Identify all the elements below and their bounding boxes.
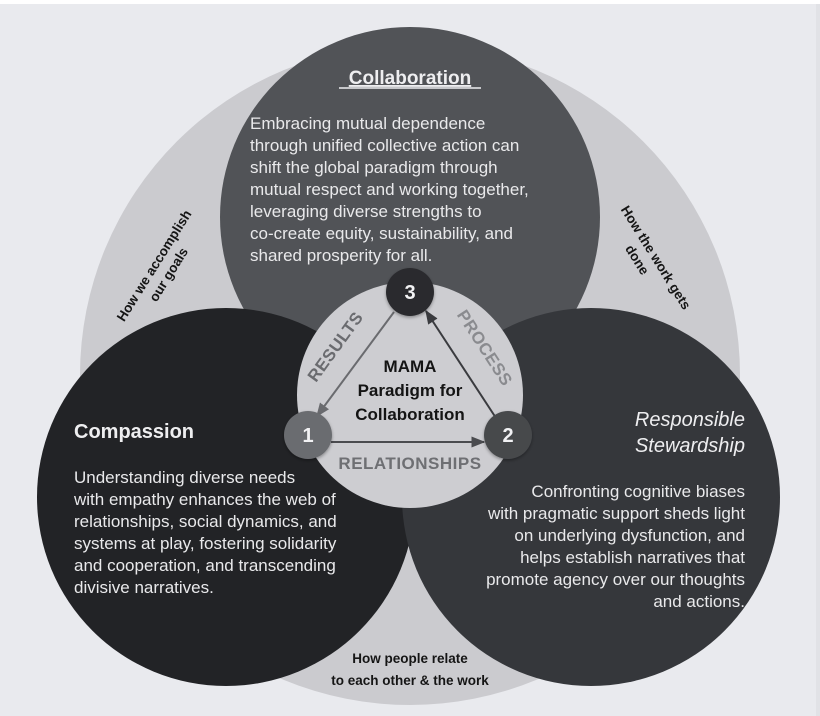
circle-collaboration: Collaboration Embracing mutual dependenc… xyxy=(220,27,600,407)
collaboration-title: Collaboration xyxy=(349,68,471,89)
node-3-circle xyxy=(386,268,434,316)
stewardship-body-line: and actions. xyxy=(653,592,745,611)
edge-label-relationships: RELATIONSHIPS xyxy=(338,454,481,473)
outer-label-bottom: How people relate to each other & the wo… xyxy=(331,651,489,688)
center-label-line3: Collaboration xyxy=(355,405,465,424)
compassion-title: Compassion xyxy=(74,421,194,443)
collaboration-body-line: leveraging diverse strengths to xyxy=(250,202,482,221)
collaboration-body-line: mutual respect and working together, xyxy=(250,180,529,199)
center-label-line2: Paradigm for xyxy=(358,381,463,400)
edge-process-arrow xyxy=(425,309,497,419)
outer-label-bottom-line2: to each other & the work xyxy=(331,673,489,688)
compassion-body-line: with empathy enhances the web of xyxy=(73,490,336,509)
collaboration-body-line: shift the global paradigm through xyxy=(250,158,498,177)
node-1-number: 1 xyxy=(302,425,313,447)
collaboration-body-line: co-create equity, sustainability, and xyxy=(250,224,513,243)
compassion-body-line: Understanding diverse needs xyxy=(74,468,295,487)
node-1-circle xyxy=(284,411,332,459)
edge-results-arrow xyxy=(316,311,395,418)
inner-circle xyxy=(297,282,523,508)
center-label: MAMA Paradigm for Collaboration xyxy=(355,357,465,424)
stewardship-body-line: Confronting cognitive biases xyxy=(531,482,745,501)
window-edge xyxy=(816,4,820,716)
node-3: 3 xyxy=(386,268,434,316)
compassion-body-line: systems at play, fostering solidarity xyxy=(74,534,337,553)
compassion-body: Understanding diverse needs with empathy… xyxy=(73,468,337,597)
stewardship-title-line2: Stewardship xyxy=(635,435,745,457)
node-2-number: 2 xyxy=(502,425,513,447)
collaboration-body-line: through unified collective action can xyxy=(250,136,519,155)
compassion-body-line: and cooperation, and transcending xyxy=(74,556,336,575)
stewardship-title-line1: Responsible xyxy=(635,409,745,431)
node-3-number: 3 xyxy=(404,282,415,304)
node-2-circle xyxy=(484,411,532,459)
compassion-body-line: relationships, social dynamics, and xyxy=(74,512,337,531)
stewardship-body-line: with pragmatic support sheds light xyxy=(487,504,745,523)
stewardship-body: Confronting cognitive biases with pragma… xyxy=(486,482,745,611)
stewardship-body-line: promote agency over our thoughts xyxy=(486,570,745,589)
stewardship-body-line: helps establish narratives that xyxy=(520,548,745,567)
collaboration-body-line: Embracing mutual dependence xyxy=(250,114,485,133)
node-2: 2 xyxy=(484,411,532,459)
center-label-line1: MAMA xyxy=(384,357,437,376)
collaboration-body: Embracing mutual dependence through unif… xyxy=(250,114,529,265)
outer-label-bottom-line1: How people relate xyxy=(352,651,468,666)
stewardship-body-line: on underlying dysfunction, and xyxy=(514,526,745,545)
compassion-body-line: divisive narratives. xyxy=(74,578,214,597)
circle-collaboration-shape xyxy=(220,27,600,407)
collaboration-body-line: shared prosperity for all. xyxy=(250,246,432,265)
node-1: 1 xyxy=(284,411,332,459)
